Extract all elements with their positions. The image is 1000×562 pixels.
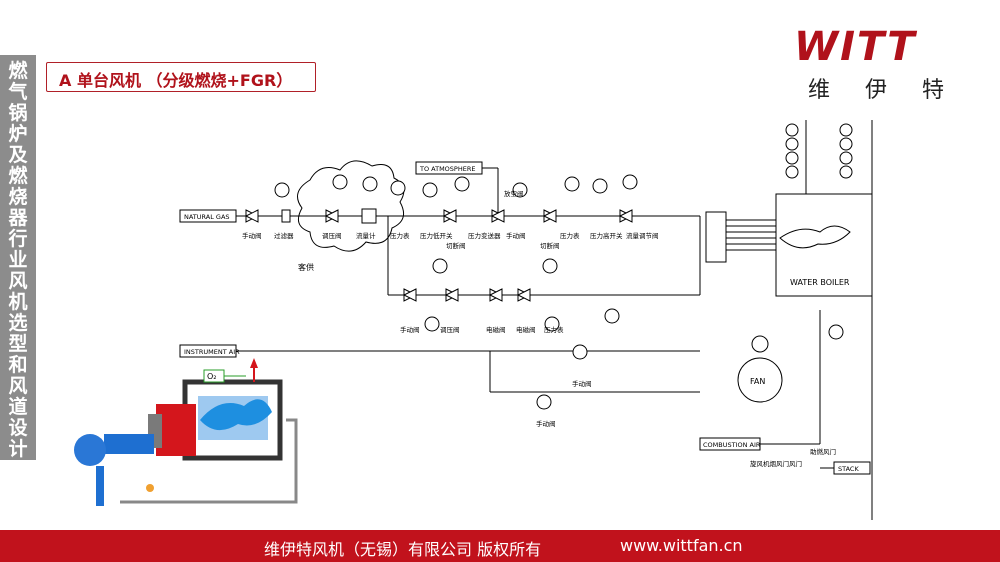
transmitter-label: 压力变送器	[468, 231, 501, 240]
fan-icon	[737, 357, 783, 403]
o2-label: O₂	[207, 372, 217, 381]
water-boiler	[775, 193, 873, 297]
cutoff-valve-label: 切断阀	[540, 241, 560, 250]
manual-valve-label: 手动阀	[400, 325, 420, 334]
filter-icon	[281, 209, 291, 223]
footer-website-link[interactable]: www.wittfan.cn	[620, 536, 743, 555]
natural-gas-label: NATURAL GAS	[184, 213, 230, 221]
burner-head	[705, 211, 727, 263]
customer-supply-label: 客供	[298, 262, 314, 272]
vent-valve-label: 放空阀	[504, 189, 524, 198]
manual-valve-label: 手动阀	[242, 231, 262, 240]
section-title: A 单台风机 （分级燃烧+FGR）	[59, 71, 293, 90]
burner-illustration: O₂	[74, 358, 298, 506]
solenoid-valve-label: 电磁阀	[486, 325, 506, 334]
high-pressure-switch-label: 压力高开关	[590, 231, 623, 240]
flow-meter-icon	[361, 208, 377, 224]
solenoid-valve-label: 电磁阀	[516, 325, 536, 334]
instrument-air-label: INSTRUMENT AIR	[184, 348, 240, 356]
customer-supply-cloud	[297, 160, 405, 252]
logo-wordmark: WITT	[794, 24, 917, 70]
manual-valve-label: 手动阀	[536, 419, 556, 428]
filter-label: 过滤器	[274, 231, 294, 240]
flow-regulating-valve-label: 流量调节阀	[626, 231, 659, 240]
to-atmosphere-label: TO ATMOSPHERE	[419, 165, 475, 173]
section-title-box: A 单台风机 （分级燃烧+FGR）	[46, 62, 316, 92]
regulating-valve-label: 调压阀	[440, 325, 460, 334]
pressure-gauge-label: 压力表	[544, 325, 564, 334]
combustion-damper-label: 助燃风门	[810, 447, 836, 456]
footer-bar: 维伊特风机（无锡）有限公司 版权所有 www.wittfan.cn	[0, 530, 1000, 562]
flow-meter-label: 流量计	[356, 231, 376, 240]
logo-chinese-name: 维 伊 特	[808, 78, 958, 103]
combustion-air-label: COMBUSTION AIR	[703, 441, 761, 449]
stack-label: STACK	[838, 465, 859, 473]
sidebar-banner: 燃气锅炉及燃烧器行业风机选型和风道设计	[0, 55, 36, 460]
piping-diagram: WATER BOILER FAN NATURAL GAS TO ATMOSPHE…	[74, 120, 873, 520]
footer-company: 维伊特风机（无锡）有限公司 版权所有	[264, 540, 542, 559]
low-pressure-switch-label: 压力低开关	[420, 231, 453, 240]
pressure-gauge-label: 压力表	[390, 231, 410, 240]
fgr-damper-label: 旋风机烟风门风门	[750, 459, 802, 468]
fan-label: FAN	[750, 377, 765, 386]
water-boiler-label: WATER BOILER	[790, 278, 850, 287]
witt-logo: WITT 维 伊 特	[790, 24, 944, 106]
manual-valve-label: 手动阀	[506, 231, 526, 240]
sidebar-title: 燃气锅炉及燃烧器行业风机选型和风道设计	[8, 60, 28, 460]
manual-valve-label: 手动阀	[572, 379, 592, 388]
motor-icon	[751, 335, 769, 353]
flame-icon	[779, 225, 851, 249]
cutoff-valve-label: 切断阀	[446, 241, 466, 250]
pressure-gauge-label: 压力表	[560, 231, 580, 240]
regulating-valve-label: 调压阀	[322, 231, 342, 240]
